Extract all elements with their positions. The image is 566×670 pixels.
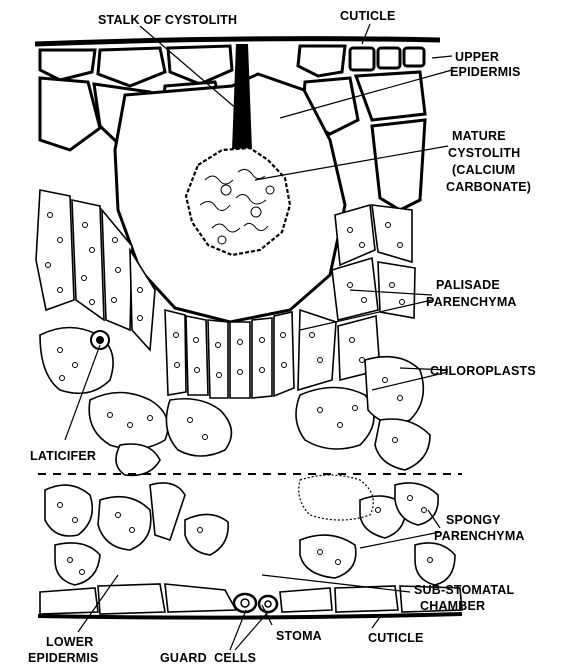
label-guard-cells: GUARD CELLS	[160, 651, 256, 665]
label-lower-epidermis-1: LOWER	[46, 635, 94, 649]
palisade-parenchyma-center	[165, 310, 294, 398]
label-stalk-of-cystolith: STALK OF CYSTOLITH	[98, 13, 237, 27]
label-lower-epidermis-2: EPIDERMIS	[28, 651, 99, 665]
spongy-parenchyma-lower	[45, 475, 455, 585]
label-stoma: STOMA	[276, 629, 322, 643]
label-substomatal-2: CHAMBER	[420, 599, 485, 613]
label-mature-cystolith-3: (CALCIUM	[452, 163, 515, 177]
label-spongy-1: SPONGY	[446, 513, 501, 527]
upper-cuticle	[35, 39, 440, 44]
label-palisade-1: PALISADE	[436, 278, 500, 292]
laticifer	[40, 328, 113, 394]
label-mature-cystolith-1: MATURE	[452, 129, 506, 143]
label-laticifer: LATICIFER	[30, 449, 96, 463]
label-palisade-2: PARENCHYMA	[426, 295, 517, 309]
label-mature-cystolith-2: CYSTOLITH	[448, 146, 520, 160]
label-upper-epidermis-2: EPIDERMIS	[450, 65, 521, 79]
label-substomatal-1: SUB-STOMATAL	[414, 583, 514, 597]
cystolith-stalk	[232, 44, 252, 150]
guard-cells	[234, 594, 277, 612]
label-cuticle-top: CUTICLE	[340, 9, 396, 23]
label-cuticle-bottom: CUTICLE	[368, 631, 424, 645]
label-mature-cystolith-4: CARBONATE)	[446, 180, 531, 194]
label-spongy-2: PARENCHYMA	[434, 529, 525, 543]
label-chloroplasts: CHLOROPLASTS	[430, 364, 536, 378]
label-upper-epidermis-1: UPPER	[455, 50, 499, 64]
